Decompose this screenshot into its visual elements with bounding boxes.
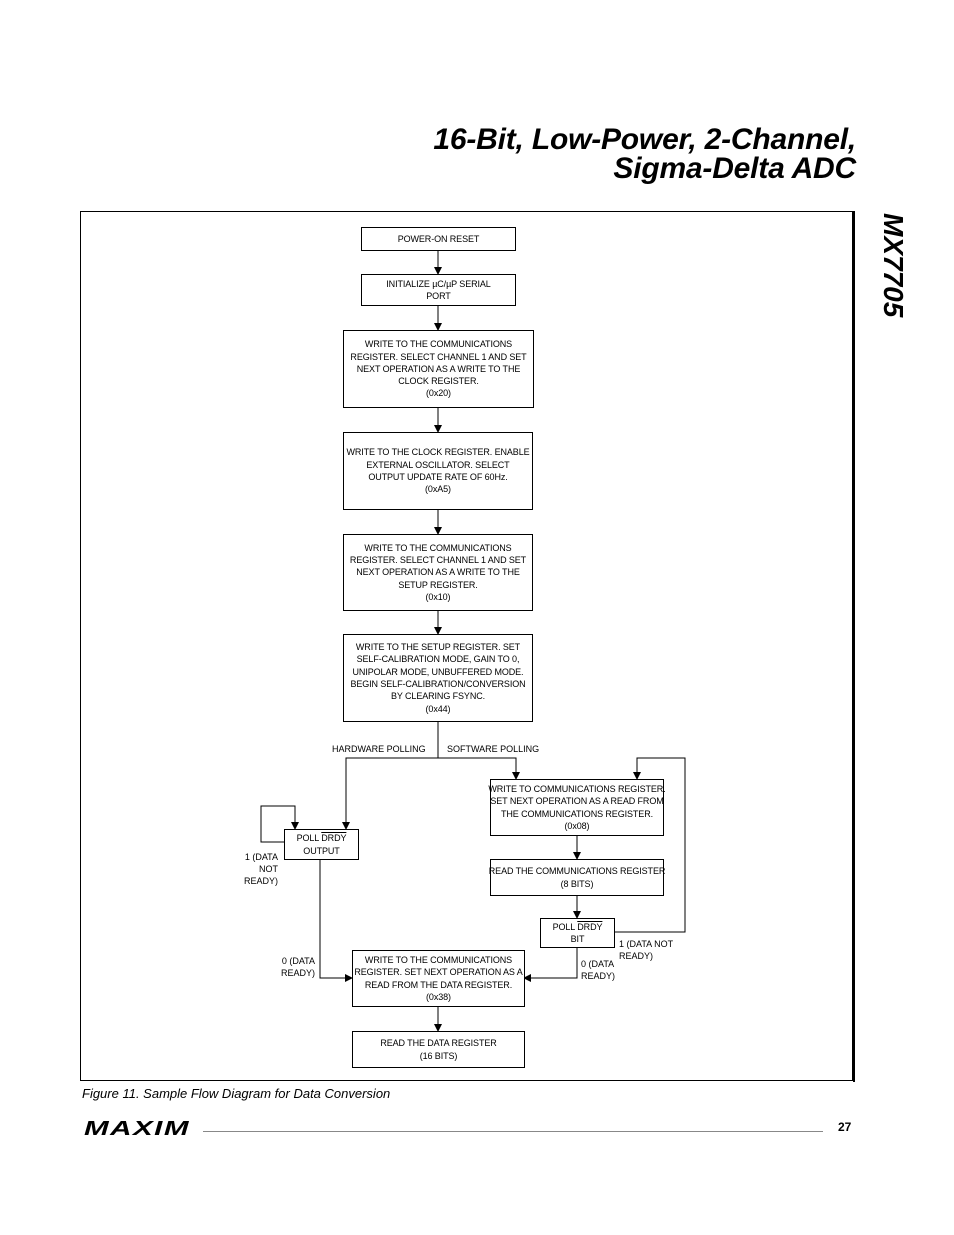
box-text: BIT	[570, 934, 585, 944]
box-text: SETUP REGISTER.	[398, 579, 478, 590]
box-text: (0x20)	[426, 388, 451, 399]
loop-sw-not-ready	[614, 757, 686, 933]
box-text: THE COMMUNICATIONS REGISTER.	[500, 808, 654, 819]
box-text: (0x10)	[425, 591, 451, 602]
write-comm-clock-box: WRITE TO THE COMMUNICATIONS REGISTER. SE…	[343, 330, 534, 408]
box-text: (16 BITS)	[419, 1050, 458, 1061]
box-text: UNIPOLAR MODE, UNBUFFERED MODE.	[352, 666, 524, 677]
software-polling-label: SOFTWARE POLLING	[447, 744, 540, 754]
box-text: REGISTER. SET NEXT OPERATION AS A	[354, 967, 523, 978]
initialize-serial-box: INITIALIZE µC/µP SERIAL PORT	[361, 274, 516, 306]
box-text: READ THE COMMUNICATIONS REGISTER	[488, 866, 666, 877]
box-text: WRITE TO THE COMMUNICATIONS	[364, 542, 512, 553]
label-text: READY)	[581, 971, 616, 981]
hw-not-ready-label: 1 (DATA NOT READY)	[238, 851, 278, 887]
read-data-register-box: READ THE DATA REGISTER (16 BITS)	[352, 1031, 525, 1068]
hardware-polling-label: HARDWARE POLLING	[332, 744, 426, 754]
box-text: (0x38)	[426, 991, 451, 1002]
box-text: INITIALIZE µC/µP SERIAL	[386, 278, 491, 289]
label-text: 0 (DATA	[281, 956, 315, 966]
box-text: WRITE TO COMMUNICATIONS REGISTER.	[488, 783, 666, 794]
page-title-line2: Sigma-Delta ADC	[613, 152, 856, 185]
drdy-signal: DRDY	[321, 833, 347, 844]
logo-text: MAXIM	[84, 1119, 190, 1137]
box-text: NEXT OPERATION AS A WRITE TO THE	[356, 567, 520, 578]
label-text: READY)	[280, 968, 315, 978]
box-text: (0x08)	[564, 820, 590, 831]
read-comm-register-box: READ THE COMMUNICATIONS REGISTER (8 BITS…	[488, 859, 666, 896]
box-text: EXTERNAL OSCILLATOR. SELECT	[366, 459, 510, 470]
page-number: 27	[838, 1120, 852, 1134]
label-text: NOT	[259, 864, 278, 874]
box-text: CLOCK REGISTER.	[398, 376, 479, 387]
box-text: OUTPUT	[303, 845, 340, 856]
loop-hw-not-ready	[260, 805, 299, 843]
box-text: READ FROM THE DATA REGISTER.	[364, 979, 513, 990]
figure-frame	[80, 211, 853, 1081]
poll-drdy-bit-box: POLL DRDY BIT	[540, 918, 615, 948]
label-text: READY)	[243, 876, 278, 886]
write-clock-box: WRITE TO THE CLOCK REGISTER. ENABLE EXTE…	[343, 432, 533, 510]
box-text: READ THE DATA REGISTER	[380, 1038, 497, 1049]
box-text: (8 BITS)	[560, 878, 594, 889]
label-text: 1 (DATA	[244, 852, 278, 862]
box-text: BEGIN SELF-CALIBRATION/CONVERSION	[350, 679, 526, 689]
figure-caption: Figure 11. Sample Flow Diagram for Data …	[82, 1086, 391, 1101]
box-text: WRITE TO THE COMMUNICATIONS	[364, 339, 513, 350]
figure-frame-shadow	[853, 211, 855, 1082]
box-text: BY CLEARING FSYNC.	[390, 691, 486, 702]
hw-ready-label: 0 (DATA READY)	[275, 955, 315, 979]
box-text-line1: POLL DRDY	[553, 921, 603, 933]
box-text: SET NEXT OPERATION AS A READ FROM	[490, 796, 664, 807]
arrow-hardware-polling	[342, 757, 438, 830]
arrow-software-polling	[438, 757, 520, 780]
box-text: WRITE TO THE CLOCK REGISTER. ENABLE	[346, 447, 530, 458]
box-text: WRITE TO THE SETUP REGISTER. SET	[355, 642, 521, 653]
box-text-line1: POLL DRDY	[297, 832, 347, 844]
write-setup-box: WRITE TO THE SETUP REGISTER. SET SELF-CA…	[343, 634, 533, 722]
poll-prefix: POLL	[552, 921, 578, 932]
poll-prefix: POLL	[296, 833, 322, 844]
arrow-hw-ready	[319, 860, 353, 982]
maxim-logo: MAXIM	[84, 1119, 190, 1137]
box-text: PORT	[426, 291, 451, 301]
arrow-sw-ready	[523, 947, 578, 982]
label-text: READY)	[619, 951, 654, 961]
sw-not-ready-label: 1 (DATA NOT READY)	[619, 938, 673, 962]
page-title-line1: 16-Bit, Low-Power, 2-Channel,	[433, 123, 856, 156]
label-text: 0 (DATA	[581, 959, 615, 969]
sw-ready-label: 0 (DATA READY)	[581, 958, 615, 982]
box-text: (0xA5)	[425, 484, 451, 495]
write-comm-read-comm-box: WRITE TO COMMUNICATIONS REGISTER. SET NE…	[488, 779, 666, 836]
write-comm-setup-box: WRITE TO THE COMMUNICATIONS REGISTER. SE…	[343, 534, 533, 611]
box-text: REGISTER. SELECT CHANNEL 1 AND SET	[350, 351, 527, 362]
box-text: WRITE TO THE COMMUNICATIONS	[364, 954, 513, 965]
box-text: SELF-CALIBRATION MODE, GAIN TO 0,	[356, 654, 520, 665]
part-number: MX7705	[878, 213, 906, 318]
box-text: POWER-ON RESET	[397, 233, 480, 244]
write-comm-read-data-box: WRITE TO THE COMMUNICATIONS REGISTER. SE…	[352, 950, 525, 1007]
footer-rule	[203, 1131, 823, 1132]
box-text: OUTPUT UPDATE RATE OF 60Hz.	[368, 472, 508, 482]
poll-drdy-output-box: POLL DRDY OUTPUT	[284, 829, 359, 860]
drdy-signal: DRDY	[577, 921, 603, 932]
label-text: 1 (DATA NOT	[619, 939, 674, 949]
box-text: NEXT OPERATION AS A WRITE TO THE	[356, 363, 521, 374]
box-text: REGISTER. SELECT CHANNEL 1 AND SET	[349, 555, 527, 566]
box-text: (0x44)	[425, 703, 451, 714]
power-on-reset-box: POWER-ON RESET	[361, 227, 516, 251]
part-number-sidebar: MX7705	[878, 213, 906, 318]
